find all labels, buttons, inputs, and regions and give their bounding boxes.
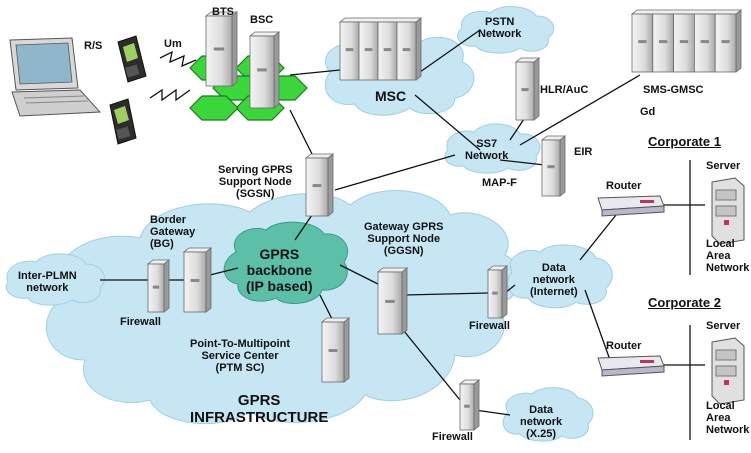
ggsn-label: Gateway GPRS Support Node (GGSN) (364, 221, 444, 257)
sgsn-label: Serving GPRS Support Node (SGSN) (218, 164, 293, 200)
map-f-label: MAP-F (482, 177, 517, 189)
sms-gmsc-rack (630, 9, 743, 73)
hlr-label: HLR/AuC (540, 84, 589, 96)
um-label: Um (164, 38, 182, 50)
server-2-label: Server (706, 320, 741, 332)
firewall-mid-label: Firewall (469, 320, 510, 332)
pstn-cloud (457, 6, 555, 54)
router-2 (597, 355, 665, 377)
inter-plmn-label: Inter-PLMN network (18, 270, 77, 294)
server-1 (711, 177, 745, 245)
sms-gmsc-label: SMS-GMSC (643, 84, 704, 96)
lan-2-label: Local Area Network (706, 400, 750, 436)
ptm-sc-label: Point-To-Multipoint Service Center (PTM … (190, 338, 290, 374)
server-2 (711, 337, 745, 405)
connection-lines (100, 29, 705, 440)
lan-1-label: Local Area Network (706, 238, 750, 274)
data-network-x25-label: Data network (X.25) (520, 404, 563, 440)
inter-plmn-cloud (5, 253, 105, 306)
firewall-bottom (458, 379, 481, 431)
router-1-label: Router (606, 180, 642, 192)
corporate-2-label: Corporate 2 (648, 295, 721, 310)
gprs-backbone-label: GPRS backbone (IP based) (246, 246, 313, 294)
border-gateway-rack (182, 247, 213, 313)
router-2-label: Router (606, 340, 642, 352)
ggsn-rack (376, 267, 409, 335)
bsc-label: BSC (250, 14, 274, 26)
border-gateway-label: Border Gateway (BG) (150, 214, 196, 250)
ptm-sc-rack (320, 317, 351, 383)
data-network-internet-label: Data network (Internet) (530, 262, 578, 298)
eir-rack (540, 135, 567, 197)
network-equipment (146, 9, 743, 431)
router-1 (597, 195, 665, 217)
rs-label: R/S (84, 40, 103, 52)
firewall-left (146, 259, 171, 313)
eir-label: EIR (574, 146, 593, 158)
msc-label: MSC (375, 88, 407, 104)
sgsn-rack (304, 153, 335, 217)
ss7-label: SS7 Network (465, 138, 509, 162)
bts-rack (204, 11, 239, 87)
pstn-label: PSTN Network (478, 16, 522, 40)
bts-label: BTS (212, 6, 234, 18)
gd-label: Gd (640, 106, 656, 118)
corporate-1-label: Corporate 1 (648, 134, 721, 149)
hlr-rack (514, 57, 541, 121)
mobile-phone-1 (117, 35, 147, 83)
data-x25-cloud (502, 387, 594, 442)
firewall-left-label: Firewall (120, 316, 161, 328)
firewall-mid (486, 265, 509, 319)
gprs-infrastructure-label: GPRS INFRASTRUCTURE (190, 392, 329, 426)
gprs-backbone-cloud (223, 221, 349, 305)
bsc-rack (248, 31, 281, 109)
ss7-cloud (444, 123, 541, 174)
server-1-label: Server (706, 160, 741, 172)
laptop (9, 37, 102, 117)
mobile-phone-2 (109, 98, 137, 145)
firewall-bottom-label: Firewall (432, 431, 473, 443)
msc-rack (338, 17, 423, 81)
